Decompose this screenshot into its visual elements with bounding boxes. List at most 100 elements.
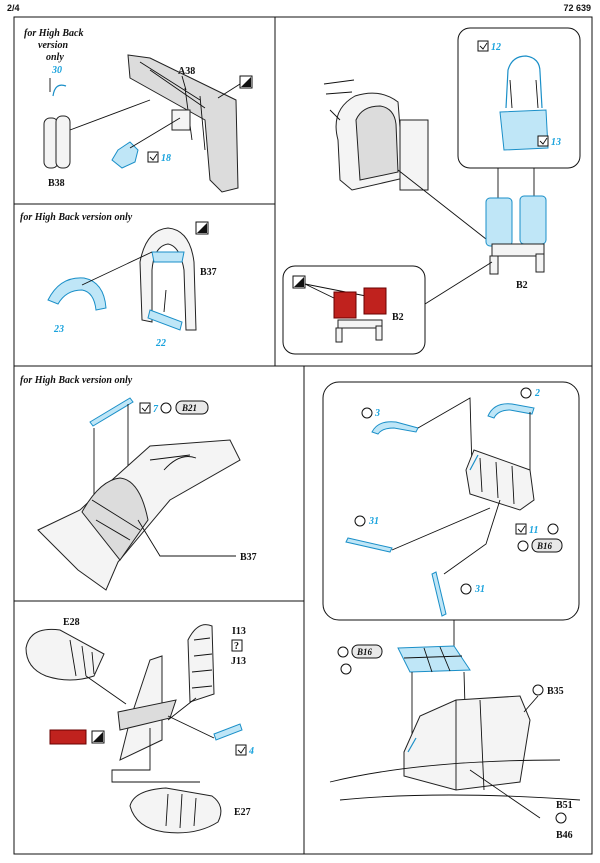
seat-frame-a38 bbox=[127, 54, 239, 193]
panel1: for High Back version only 30 B38 A38 18 bbox=[24, 28, 253, 193]
bulkhead-details bbox=[323, 79, 355, 121]
check-icon-18 bbox=[149, 153, 158, 161]
red-seat-leg-left bbox=[335, 327, 343, 343]
label-a38: A38 bbox=[178, 66, 195, 77]
leader-4 bbox=[167, 715, 215, 739]
arrows-down bbox=[497, 168, 535, 198]
etch-part-3 bbox=[371, 421, 419, 435]
etch-part-31a bbox=[345, 537, 393, 553]
label-b21: B21 bbox=[181, 403, 197, 413]
leader-b2-inset bbox=[424, 261, 493, 305]
leader-22 bbox=[163, 289, 167, 313]
part-number-2: 2 bbox=[534, 388, 540, 399]
fold-icon-12 bbox=[477, 40, 489, 52]
label-b2-top: B2 bbox=[516, 280, 528, 291]
etch-part-13 bbox=[499, 109, 549, 151]
leader-3 bbox=[417, 397, 473, 471]
part-number-3: 3 bbox=[374, 408, 380, 419]
kit-number: 72 639 bbox=[563, 3, 591, 13]
paint-icon-p5-fill bbox=[93, 732, 103, 742]
leader-b51 bbox=[469, 769, 541, 819]
check-icon-7 bbox=[141, 404, 150, 412]
label-b2-inset: B2 bbox=[392, 312, 404, 323]
glue-icon-b16-left bbox=[340, 663, 352, 675]
leader-23 bbox=[81, 251, 153, 286]
panel1-note-1: for High Back bbox=[24, 28, 83, 39]
part-number-31b: 31 bbox=[474, 584, 485, 595]
panel2: for High Back version only B37 23 22 bbox=[20, 212, 217, 349]
panel4-note: for High Back version only bbox=[20, 375, 133, 386]
fold-icon-7 bbox=[139, 402, 151, 414]
label-i13: I13 bbox=[232, 626, 246, 637]
leader-paint-p1 bbox=[217, 83, 241, 99]
seat-b2-left bbox=[485, 197, 513, 247]
label-b37-p2: B37 bbox=[200, 267, 217, 278]
seat-b2-leg-right bbox=[535, 253, 545, 273]
panel1-note-3: only bbox=[46, 52, 64, 63]
check-icon-11 bbox=[517, 525, 526, 533]
glue-icon-2 bbox=[520, 387, 532, 399]
glue-icon-31b bbox=[460, 583, 472, 595]
panel3-inset-top bbox=[457, 27, 581, 169]
part-number-23: 23 bbox=[53, 324, 64, 335]
etch-part-23 bbox=[47, 277, 107, 311]
elevator-e27 bbox=[129, 787, 222, 834]
check-icon-4 bbox=[237, 746, 246, 754]
rudder-i13 bbox=[187, 624, 215, 703]
paint-icon-p3-fill bbox=[294, 277, 304, 287]
leader-e28 bbox=[85, 675, 127, 705]
glue-icon-11 bbox=[547, 523, 559, 535]
glue-icon-b35 bbox=[532, 684, 544, 696]
part-number-4: 4 bbox=[248, 746, 254, 757]
seat-back-grid bbox=[479, 457, 515, 505]
glue-icon-b21 bbox=[160, 402, 172, 414]
fuselage-details-p4 bbox=[91, 454, 197, 541]
red-color-swatch bbox=[49, 729, 87, 745]
label-b16-box: B16 bbox=[536, 541, 553, 551]
etch-deck bbox=[397, 645, 471, 673]
seat-back-panel bbox=[465, 449, 535, 511]
drill-icon-b16-left bbox=[337, 646, 349, 658]
leader-31a bbox=[391, 507, 491, 551]
drill-icon-b16 bbox=[517, 540, 529, 552]
etch-deck-grid bbox=[403, 646, 463, 673]
arrows-12-13 bbox=[509, 79, 539, 109]
leader-b37-p4 bbox=[137, 519, 236, 557]
panel2-note: for High Back version only bbox=[20, 212, 133, 223]
panel6-inset bbox=[322, 381, 580, 621]
panel3-frame bbox=[274, 16, 593, 367]
panel5: E28 I13 ? J13 4 E27 bbox=[25, 617, 254, 834]
seat-b2-base bbox=[491, 243, 545, 257]
label-b37-p4: B37 bbox=[240, 552, 257, 563]
part-number-31a: 31 bbox=[368, 516, 379, 527]
label-e28: E28 bbox=[63, 617, 80, 628]
fold-icon-11 bbox=[515, 523, 527, 535]
side-panel bbox=[399, 119, 429, 191]
part-number-11: 11 bbox=[529, 525, 538, 536]
label-e27: E27 bbox=[234, 807, 251, 818]
etch-part-22 bbox=[147, 309, 183, 331]
part-number-7: 7 bbox=[153, 404, 159, 415]
leader-a38 bbox=[181, 75, 187, 91]
seat-b2-leg-left bbox=[489, 255, 499, 275]
label-b16-left: B16 bbox=[356, 647, 373, 657]
part-number-30: 30 bbox=[51, 65, 62, 76]
glue-icon-31a bbox=[354, 515, 366, 527]
label-question: ? bbox=[234, 641, 239, 652]
page-number: 2/4 bbox=[7, 3, 20, 13]
part-number-13: 13 bbox=[551, 137, 561, 148]
glue-icon-b46 bbox=[555, 812, 567, 824]
part-number-22: 22 bbox=[155, 338, 166, 349]
fold-icon-18 bbox=[147, 151, 159, 163]
red-seat-right bbox=[363, 287, 387, 315]
leader-rudder bbox=[167, 697, 197, 721]
etch-part-7 bbox=[89, 397, 134, 427]
leader-e27 bbox=[111, 728, 200, 783]
seat-frame-details bbox=[139, 61, 206, 151]
part-badge-b16-box bbox=[531, 538, 563, 553]
red-seat-leg-right bbox=[375, 325, 383, 341]
etch-part-31b bbox=[431, 571, 447, 617]
etch-deck-installed bbox=[407, 737, 417, 753]
seat-b2-right bbox=[519, 195, 547, 245]
